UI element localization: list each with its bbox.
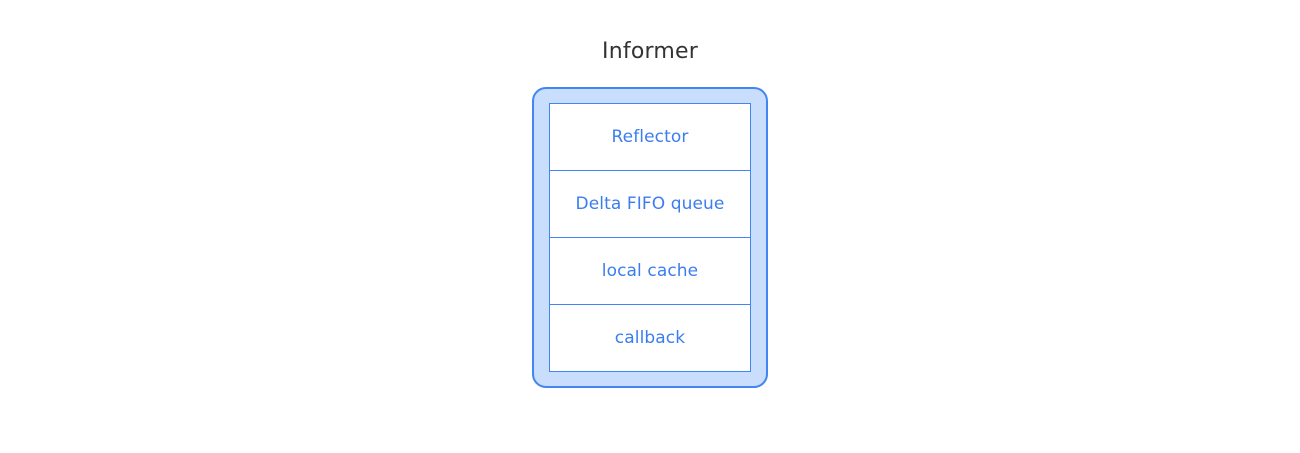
component-label: Reflector — [611, 127, 689, 147]
informer-container: Reflector Delta FIFO queue local cache c… — [532, 87, 768, 388]
component-stack: Reflector Delta FIFO queue local cache c… — [549, 103, 751, 372]
component-row-callback[interactable]: callback — [550, 304, 750, 371]
component-label: Delta FIFO queue — [575, 194, 725, 214]
informer-diagram: Informer Reflector Delta FIFO queue loca… — [532, 36, 768, 388]
component-label: local cache — [601, 261, 699, 281]
component-row-delta-fifo-queue[interactable]: Delta FIFO queue — [550, 170, 750, 237]
diagram-title: Informer — [602, 39, 698, 64]
component-row-reflector[interactable]: Reflector — [550, 104, 750, 170]
component-row-local-cache[interactable]: local cache — [550, 237, 750, 304]
component-label: callback — [614, 328, 686, 348]
